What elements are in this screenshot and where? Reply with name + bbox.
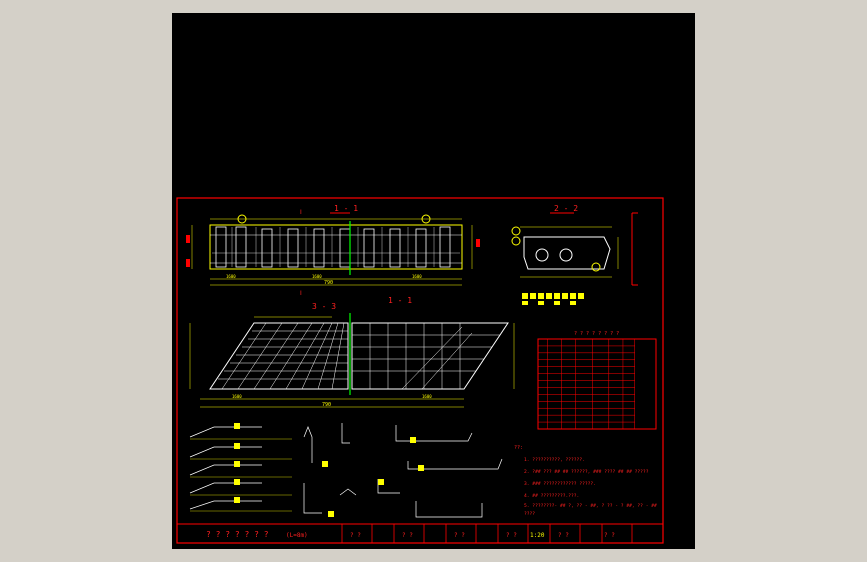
svg-text:1600: 1600 [226,274,236,279]
section-label-1-1: 1 - 1 [334,204,358,213]
section-2-2: 2 - 2 [511,204,638,305]
title-cell-a: ? ? [350,532,361,539]
note-line-2: 2. ?## ??? ## ## ??????, ### ???? ## ## … [524,469,649,475]
note-line-3: 3. ### ???????????? ?????. [524,481,596,487]
rebar-dim-lines [190,438,292,512]
svg-text:1600: 1600 [422,394,432,399]
title-block: ? ? ? ? ? ? ? (L=8m) ? ? ? ? ? ? ? ? 1:2… [206,524,633,543]
drawing-frame [176,197,664,544]
cad-drawing: 1 - 1 Ⅰ Ⅰ [176,197,664,544]
svg-text:1600: 1600 [412,274,422,279]
title-cell-c: ? ? [454,532,465,539]
svg-text:Ⅰ: Ⅰ [300,290,302,297]
title-cell-d: ? ? [506,532,517,539]
svg-text:790: 790 [322,402,331,408]
section-label-2-2: 2 - 2 [554,204,578,213]
notes: ??: 1. ??????????, ??????. 2. ?## ??? ##… [514,445,657,517]
section-label-1-1-plan: 1 - 1 [388,296,412,305]
quantity-table: ? ? ? ? ? ? ? ? [537,331,657,430]
note-line-1: 1. ??????????, ??????. [524,457,585,463]
section-label-3-3: 3 - 3 [312,302,336,311]
svg-text:1600: 1600 [232,394,242,399]
notes-heading: ??: [514,445,523,451]
plan-3-3: 3 - 3 1 - 1 [189,296,515,408]
svg-text:? ? ? ? ? ? ? ?: ? ? ? ? ? ? ? ? [574,331,619,337]
span-label: (L=8m) [286,532,308,539]
title-cell-b: ? ? [402,532,413,539]
note-line-4: 4. ## ?????????.???. [524,493,579,499]
drawing-sheet: 1 - 1 Ⅰ Ⅰ [172,13,695,549]
title-cell-e: ? ? [558,532,569,539]
svg-text:Ⅰ: Ⅰ [300,209,302,216]
note-line-5: 5. ????????- ## ?, ?? - ##, ? ?? - ? ##,… [524,503,657,509]
scale-label: 1:20 [530,532,545,539]
drawing-name: ? ? ? ? ? ? ? [206,530,269,539]
note-line-6: ???? [524,511,535,517]
rebar-markers [234,423,424,517]
title-cell-f: ? ? [604,532,615,539]
svg-text:1600: 1600 [312,274,322,279]
elevation-1-1: 1 - 1 Ⅰ Ⅰ [186,204,480,297]
svg-text:790: 790 [324,280,333,286]
